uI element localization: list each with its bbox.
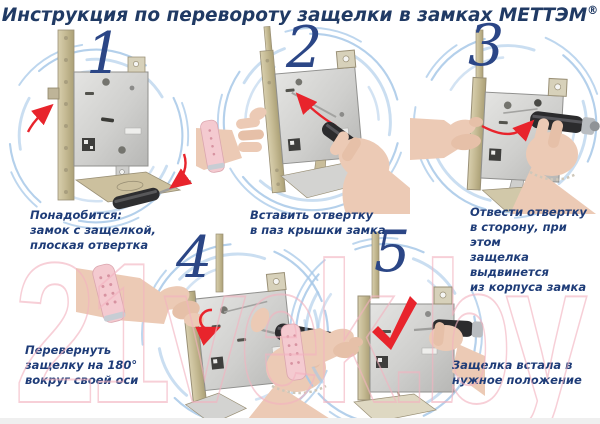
watch-band: [280, 323, 307, 381]
step-5-photo: [280, 231, 485, 423]
left-hand-illustration: [76, 263, 204, 327]
red-arrow-icon: [481, 119, 535, 142]
latch-bolt: [47, 87, 60, 100]
watch-band: [92, 263, 126, 323]
page-title-text: Инструкция по перевороту защелки в замка…: [1, 5, 588, 27]
step-2-caption: Вставить отвертку в паз крышки замка: [250, 208, 386, 237]
step-2-photo: [196, 25, 410, 214]
step-number-1: 1: [86, 21, 123, 87]
step-1-caption: Понадобится: замок с защелкой, плоская о…: [30, 208, 156, 252]
red-arrow-icon: [26, 103, 54, 133]
red-rotate-arrow-icon: [195, 308, 221, 346]
lock-illustration: [47, 29, 182, 203]
step-number-2: 2: [286, 15, 323, 81]
latch-bolt: [371, 231, 380, 299]
step-number-4: 4: [176, 225, 213, 291]
step-1-photo: [26, 29, 193, 210]
step-1: [2, 26, 194, 230]
checkmark-icon: [372, 296, 417, 350]
step-3-photo: [410, 29, 600, 214]
step-3-caption: Отвести отвертку в сторону, при этом защ…: [470, 205, 587, 294]
step-3: [410, 18, 600, 220]
bottom-edge-strip: [0, 418, 600, 424]
left-hand-illustration: [280, 323, 363, 381]
step-2: [196, 18, 410, 218]
watch-band: [200, 119, 225, 173]
red-arrow-icon: [169, 153, 193, 189]
step-5-caption: Защелка встала в нужное положение: [452, 358, 582, 387]
step-number-5: 5: [374, 219, 411, 285]
step-5: [280, 224, 485, 424]
registered-trademark-icon: ®: [587, 4, 599, 17]
latch-bolt: [215, 233, 224, 293]
right-hand-illustration: [510, 118, 596, 214]
step-number-3: 3: [468, 13, 505, 79]
right-hand-illustration: [329, 131, 410, 214]
left-hand-illustration: [410, 117, 483, 160]
bracelet: [529, 170, 577, 181]
right-hand-illustration: [429, 322, 485, 396]
page-title: Инструкция по перевороту защелки в замка…: [0, 4, 600, 26]
bracelet: [271, 384, 327, 395]
step-4-caption: Перевернуть защелку на 180° вокруг своей…: [25, 343, 139, 387]
left-hand-illustration: [196, 107, 267, 173]
lock-illustration: [353, 286, 455, 423]
